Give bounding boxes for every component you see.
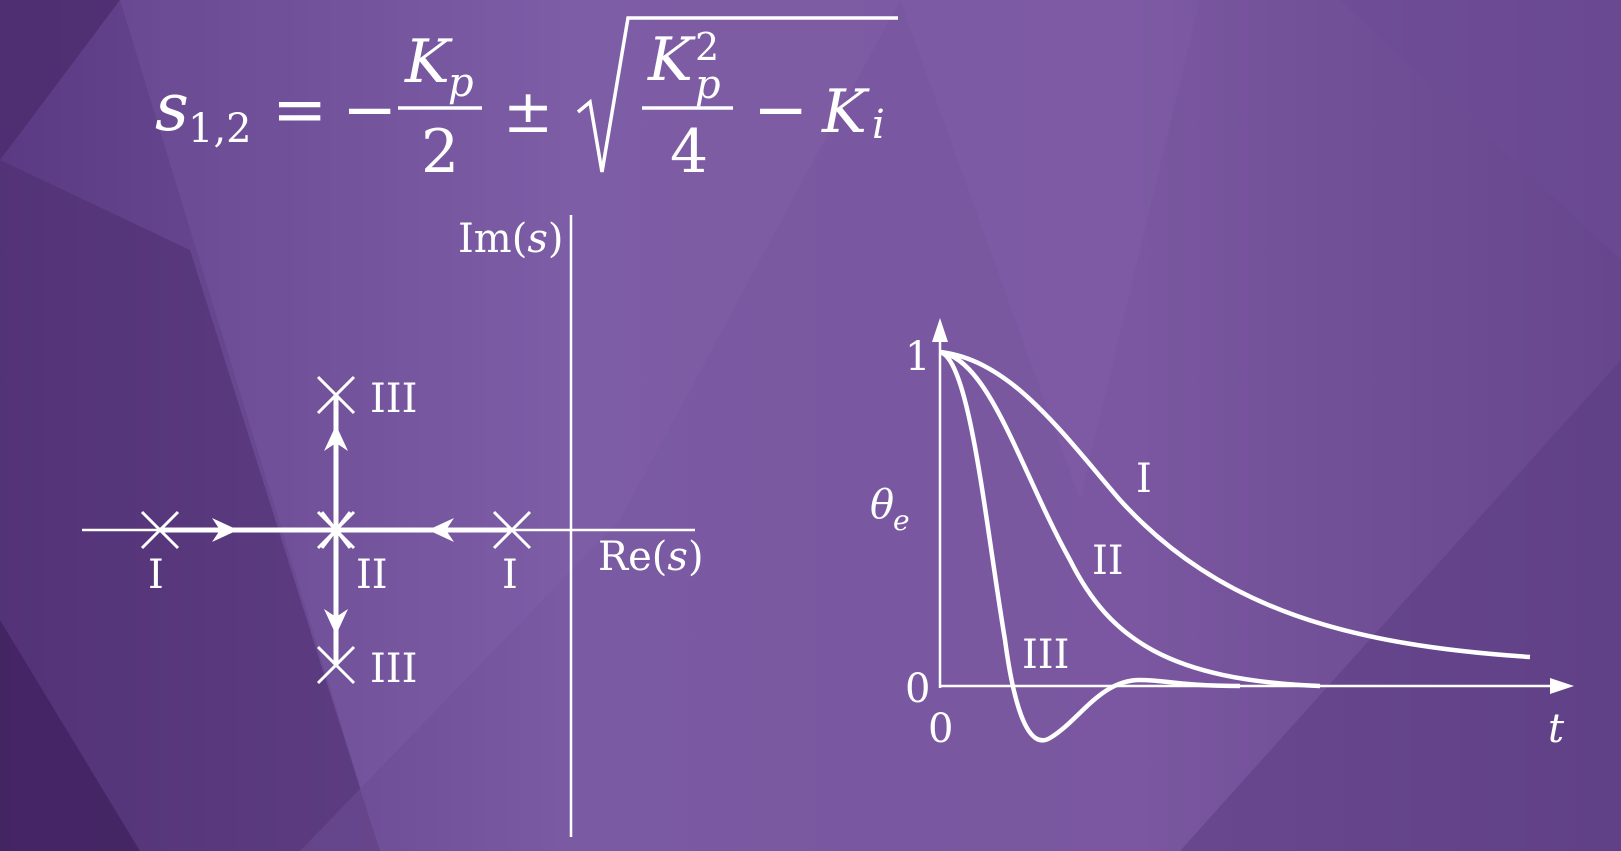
curve-label-II: II: [1092, 538, 1124, 584]
response-curve-II: [939, 349, 1321, 689]
formula-minus: −: [342, 71, 397, 148]
formula-ki: K: [821, 77, 870, 147]
im-axis-label: Im(s): [458, 216, 563, 262]
label-III-bottom: III: [370, 646, 417, 692]
re-axis-label: Re(s): [598, 534, 704, 580]
formula-kp2-numerator: K: [647, 25, 696, 95]
x-axis-label-t: t: [1548, 706, 1565, 752]
label-III-top: III: [370, 376, 417, 422]
label-I-right: I: [502, 552, 518, 598]
label-I-left: I: [148, 552, 164, 598]
formula-ki-subscript: i: [872, 102, 885, 148]
arrow-right: [212, 518, 238, 542]
curve-label-I: I: [1136, 456, 1152, 502]
formula-equals: =: [272, 71, 327, 148]
response-curve-III: [938, 349, 1241, 743]
curve-label-III: III: [1022, 632, 1069, 678]
arrow-down: [324, 609, 348, 635]
response-y-arrowhead: [932, 318, 948, 342]
formula-minus-2: −: [753, 71, 808, 148]
pole-marker-II: [316, 510, 356, 550]
arrow-up: [324, 425, 348, 451]
formula-kp-subscript: p: [448, 60, 474, 106]
y-tick-0: 0: [905, 666, 930, 712]
y-tick-1: 1: [905, 334, 930, 380]
formula-kp2-subscript: p: [695, 62, 721, 108]
formula-s: s: [155, 69, 189, 146]
pole-marker-III-bottom: [316, 645, 356, 685]
direction-arrows: [212, 425, 454, 635]
formula: s 1,2 = − K p 2 ± K 2 p 4 − K i: [155, 16, 898, 187]
response-x-arrowhead: [1550, 678, 1574, 694]
formula-denominator-4: 4: [670, 117, 708, 187]
formula-kp2-superscript: 2: [695, 25, 719, 69]
formula-s-subscript: 1,2: [188, 106, 252, 152]
y-axis-label-theta-subscript: e: [893, 504, 910, 537]
x-tick-0: 0: [928, 706, 953, 752]
pole-marker-I-right: [492, 510, 532, 550]
formula-denominator-2: 2: [421, 117, 459, 187]
formula-plus-minus: ±: [503, 77, 553, 147]
label-II: II: [356, 552, 388, 598]
response-curve-I: [939, 349, 1531, 660]
root-locus-diagram: Im(s) Re(s) I I II III III: [82, 215, 704, 837]
y-axis-label-theta: θ: [870, 482, 894, 528]
formula-sqrt-sign: [576, 16, 898, 173]
pole-marker-I-left: [140, 510, 180, 550]
formula-kp-numerator: K: [404, 27, 453, 97]
response-plot: 1 0 0 t θ e I II III: [870, 318, 1574, 752]
arrow-left: [428, 518, 454, 542]
pole-marker-III-top: [316, 375, 356, 415]
pole-markers: [140, 375, 532, 685]
